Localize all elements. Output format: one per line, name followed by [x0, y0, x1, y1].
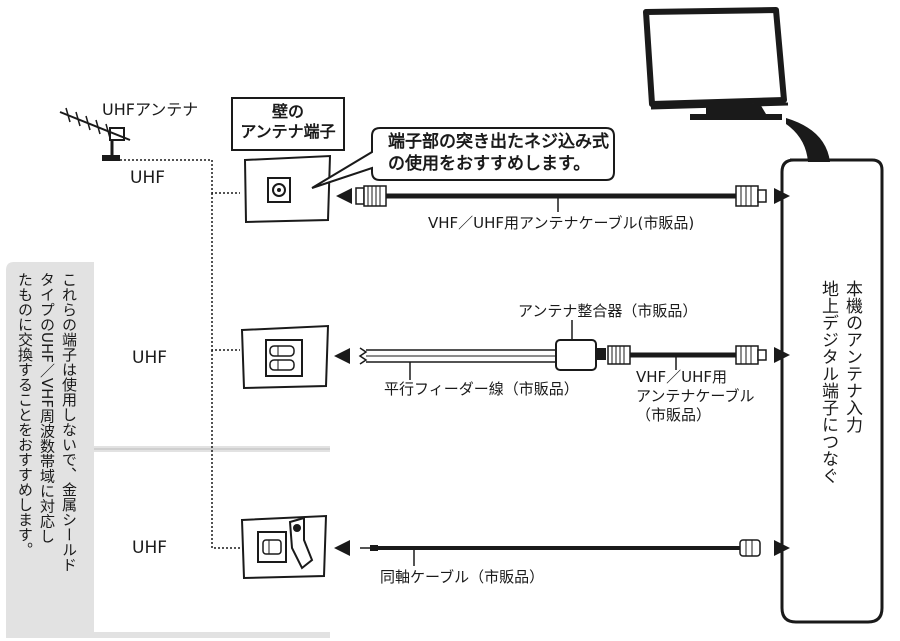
- uhf-antenna-icon: [59, 107, 131, 161]
- callout-text: 端子部の突き出たネジ込み式 の使用をおすすめします。: [388, 131, 609, 175]
- tv-input-line1: 本機のアンテナ入力: [842, 280, 862, 433]
- wall-socket-icon: [243, 154, 332, 224]
- cable-mid-line2: アンテナケーブル: [636, 387, 755, 405]
- cable-mid-line1: VHF／UHF用: [636, 368, 728, 386]
- callout-box: [311, 127, 615, 189]
- tv-icon: [643, 7, 789, 120]
- row-label-uhf-1: UHF: [132, 348, 168, 368]
- coax-row: [334, 539, 790, 566]
- wall-terminal-line2: アンテナ端子: [240, 122, 336, 141]
- antenna-matcher: [555, 339, 597, 371]
- cable-label-vhf-uhf-mid: VHF／UHF用 アンテナケーブル （市販品）: [636, 368, 755, 425]
- callout-line2: の使用をおすすめします。: [388, 154, 591, 174]
- cable-label-matcher: アンテナ整合器（市販品）: [518, 302, 698, 320]
- wall-socket-icon: [240, 514, 328, 580]
- feeder-row: [334, 320, 790, 380]
- cable-mid-line3: （市販品）: [636, 406, 712, 424]
- side-note-text: これらの端子は使用しないで、金属シールド タイプのUHF／VHF周波数帯域に対応…: [14, 272, 80, 632]
- side-note-line3: たものに交換することをおすすめします。: [16, 272, 34, 557]
- side-note-line2: タイプのUHF／VHF周波数帯域に対応し: [38, 272, 56, 544]
- wall-terminal-label-box: [231, 97, 345, 151]
- wall-socket-icon: [240, 324, 330, 390]
- callout-line1: 端子部の突き出たネジ込み式: [388, 132, 609, 152]
- tv-input-box: [780, 158, 884, 624]
- cable-label-vhf-uhf-top: VHF／UHF用アンテナケーブル(市販品): [428, 214, 695, 232]
- wall-terminal-line1: 壁の: [271, 102, 304, 121]
- antenna-cable-label: UHF: [130, 168, 166, 188]
- antenna-label: UHFアンテナ: [102, 100, 199, 119]
- side-note-line1: これらの端子は使用しないで、金属シールド: [60, 272, 78, 572]
- cable-label-coax: 同軸ケーブル（市販品）: [380, 568, 545, 586]
- row-label-uhf-2: UHF: [132, 538, 168, 558]
- tv-input-text: 本機のアンテナ入力 地上デジタル端子につなぐ: [816, 280, 864, 600]
- top-cable: [336, 185, 790, 212]
- tv-input-line2: 地上デジタル端子につなぐ: [818, 280, 838, 484]
- wall-terminal-title: 壁の アンテナ端子: [232, 102, 344, 142]
- cable-label-feeder: 平行フィーダー線（市販品）: [384, 380, 579, 398]
